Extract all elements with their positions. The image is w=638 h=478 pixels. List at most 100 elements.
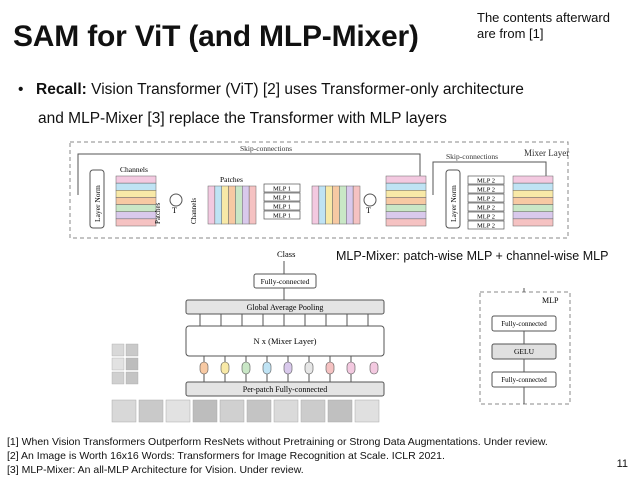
channels-table-row — [115, 182, 157, 191]
image-patch — [327, 399, 353, 423]
channel-table-row — [385, 197, 427, 205]
channels-table-row — [115, 204, 157, 212]
image-patch — [111, 399, 137, 423]
source-image-tile — [125, 343, 139, 357]
source-image-tile — [111, 343, 125, 357]
channels-label: Channels — [120, 165, 148, 174]
source-note-line1: The contents afterward — [477, 10, 610, 25]
per-patch-box — [185, 381, 385, 397]
slide-title: SAM for ViT (and MLP-Mixer) — [13, 20, 419, 53]
mixer-block-box — [185, 325, 385, 357]
channels-table-row — [115, 211, 157, 220]
channels-table-row — [115, 197, 157, 205]
mlp-fc-bottom-label: Fully-connected — [501, 376, 547, 384]
output-table — [512, 175, 554, 227]
fc-head-label: Fully-connected — [261, 277, 310, 286]
output-table-row — [512, 182, 554, 191]
image-patch — [246, 399, 272, 423]
mlp2-label: MLP 2 — [477, 214, 495, 221]
mlp2-label: MLP 2 — [477, 205, 495, 212]
transpose-label-2: T — [366, 206, 371, 215]
mlp1-box — [263, 210, 301, 220]
token-pill — [369, 361, 379, 375]
patches-table-column — [228, 185, 236, 225]
mlp2-box — [467, 193, 505, 203]
layer-norm-label-1: Layer Norm — [93, 185, 102, 222]
channels-table — [115, 175, 157, 227]
mlp2-label: MLP 2 — [477, 187, 495, 194]
channels-table-row — [115, 218, 157, 227]
mixer-architecture-diagram: Class Fully-connected Global Average Poo… — [111, 249, 385, 423]
reference-1: [1] When Vision Transformers Outperform … — [7, 436, 548, 448]
mlp2-box — [467, 211, 505, 221]
channel-table-row — [385, 182, 427, 191]
reference-3: [3] MLP-Mixer: An all-MLP Architecture f… — [7, 464, 304, 476]
image-patch — [165, 399, 191, 423]
output-table-row — [512, 175, 554, 184]
source-note: The contents afterward are from [1] — [477, 10, 637, 42]
mixed-table-column — [318, 185, 326, 225]
layer-norm-2 — [445, 169, 461, 229]
gap-arrows — [199, 314, 369, 326]
channel-table-row — [385, 175, 427, 184]
image-patches — [111, 343, 380, 423]
mlp-gelu-label: GELU — [514, 347, 535, 356]
fc-head-box — [253, 273, 317, 289]
mlp-label: MLP — [542, 296, 559, 305]
token-pill — [220, 361, 230, 375]
channel-table-row — [385, 218, 427, 227]
gap-label: Global Average Pooling — [247, 303, 324, 312]
transpose-1-icon — [169, 193, 183, 207]
layer-norm-label-2: Layer Norm — [449, 185, 458, 222]
token-pill — [283, 361, 293, 375]
patches-label: Patches — [154, 202, 162, 224]
patches-table-column — [242, 185, 250, 225]
token-pill — [325, 361, 335, 375]
bullet-dot-icon: • — [18, 81, 24, 98]
patches-table — [207, 185, 257, 225]
token-pill — [346, 361, 356, 375]
mixer-block-label: N x (Mixer Layer) — [253, 336, 316, 346]
mlp2-box — [467, 175, 505, 185]
mlp2-box — [467, 220, 505, 230]
mlp-block-diagram: MLP Fully-connected GELU Fully-connected — [479, 288, 571, 405]
mlp2-box — [467, 202, 505, 212]
image-patch — [138, 399, 164, 423]
mlp2-label: MLP 2 — [477, 196, 495, 203]
source-image-tile — [125, 371, 139, 385]
patches-top-label: Patches — [220, 175, 243, 184]
channel-table — [385, 175, 427, 227]
gap-box — [185, 299, 385, 315]
page-number: 11 — [616, 458, 628, 470]
mlp1-label: MLP 1 — [273, 204, 291, 211]
source-image-tile — [125, 357, 139, 371]
token-pill — [241, 361, 251, 375]
image-patch — [219, 399, 245, 423]
mixer-layer-frame — [69, 141, 569, 239]
mlp1-box — [263, 201, 301, 211]
mlp1-box — [263, 183, 301, 193]
patches-table-column — [207, 185, 216, 225]
output-table-row — [512, 204, 554, 212]
mixer-layer-label: Mixer Layer — [524, 148, 569, 158]
source-image-tile — [111, 357, 125, 371]
diagram-caption: MLP-Mixer: patch-wise MLP + channel-wise… — [336, 249, 609, 263]
skip-label-1: Skip-connections — [240, 144, 292, 153]
mlp1-label: MLP 1 — [273, 195, 291, 202]
layer-norm-1 — [89, 169, 105, 229]
mlp-fc-top-label: Fully-connected — [501, 320, 547, 328]
channels-table-row — [115, 190, 157, 198]
token-row — [199, 356, 379, 382]
channels-table-row — [115, 175, 157, 184]
image-patch — [192, 399, 218, 423]
mlp1-label: MLP 1 — [273, 186, 291, 193]
source-image-tile — [111, 371, 125, 385]
mixed-table-column — [339, 185, 347, 225]
mixer-layer-diagram: Mixer Layer Skip-connections Skip-connec… — [69, 141, 569, 239]
channel-table-row — [385, 190, 427, 198]
skip-connection-1 — [77, 153, 421, 195]
channel-table-row — [385, 204, 427, 212]
bullet-point: •Recall: Vision Transformer (ViT) [2] us… — [18, 81, 524, 99]
bullet-bold: Recall: — [36, 81, 87, 98]
